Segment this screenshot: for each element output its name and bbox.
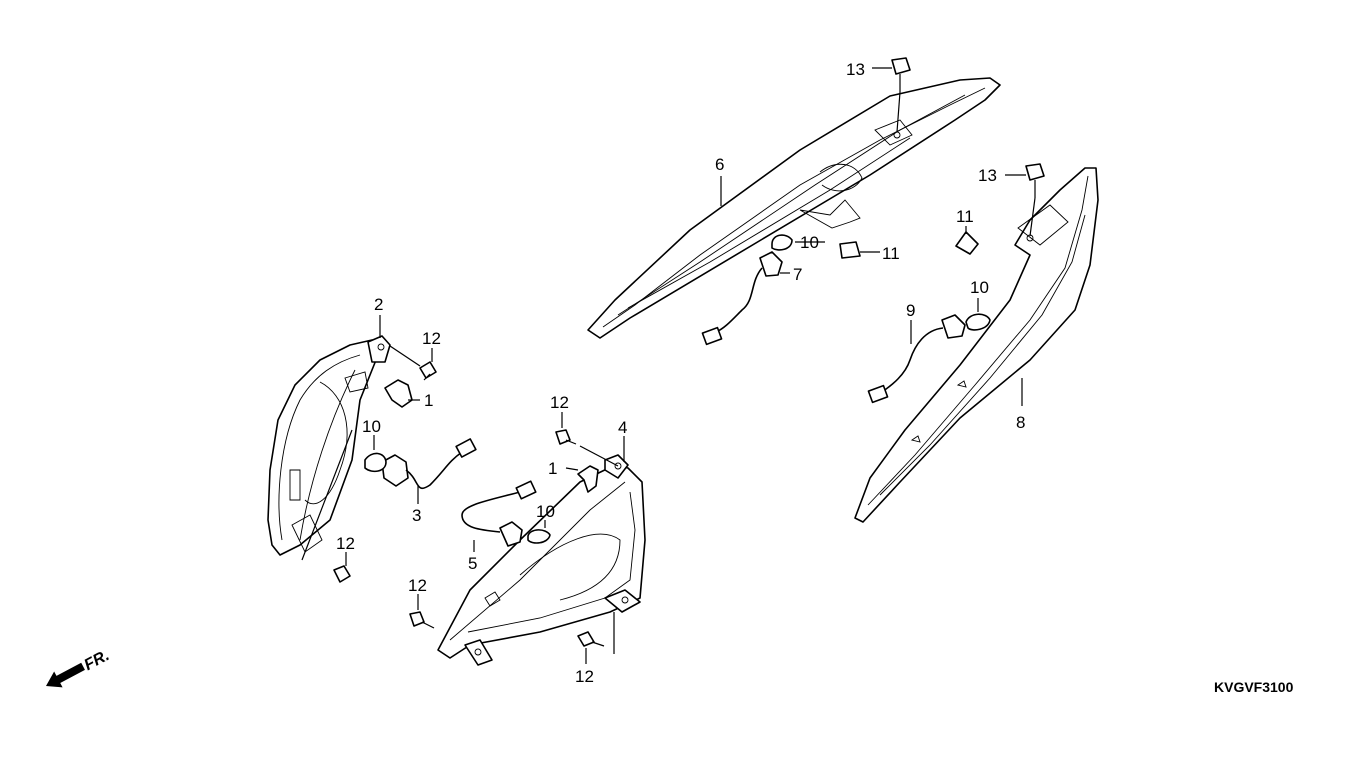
front-marker-label: FR. [82,647,113,674]
callout-9: 9 [906,301,915,320]
rear-cowl-upper-part [587,77,1001,339]
callout-13a: 13 [846,60,865,79]
nut-part-a [839,241,861,259]
clip-part-upper [384,379,413,408]
front-lamp-part [267,335,391,556]
front-arrow-icon [46,662,85,688]
callout-12c: 12 [336,534,355,553]
nut-part-b [955,231,979,255]
bulb-part-b [527,529,551,544]
screw-part-a [419,361,437,381]
socket-harness-7 [701,251,783,346]
callout-4: 4 [618,418,627,437]
callout-12d: 12 [408,576,427,595]
front-cowl-part [437,454,646,666]
bulb-part-c [771,234,793,251]
callout-10d: 10 [536,502,555,521]
callout-8: 8 [1016,413,1025,432]
callout-12e: 12 [575,667,594,686]
callout-3: 3 [412,506,421,525]
rear-cowl-right-part [854,167,1099,523]
screw-part-d [409,611,435,629]
callout-12b: 12 [550,393,569,412]
leader-lines [301,67,1036,664]
callout-10b: 10 [970,278,989,297]
callout-13b: 13 [978,166,997,185]
callout-11a: 11 [956,207,974,226]
callout-12a: 12 [422,329,441,348]
socket-harness-5 [461,480,537,547]
callout-5: 5 [468,554,477,573]
callout-6: 6 [715,155,724,174]
bulb-part-a [364,452,387,473]
screw-part-13b [1025,163,1045,198]
bulb-part-d [965,313,991,331]
callout-2: 2 [374,295,383,314]
callout-11b: 11 [882,244,900,263]
front-direction-marker: FR. [46,647,113,688]
callout-1b: 1 [548,459,557,478]
screw-part-b [555,429,577,445]
callout-1a: 1 [424,391,433,410]
screw-part-c [333,565,351,583]
callout-labels: 13 6 13 11 10 11 7 10 2 9 12 1 12 8 10 4… [336,60,1025,686]
callout-10a: 10 [800,233,819,252]
callout-10c: 10 [362,417,381,436]
socket-harness-3 [381,438,477,490]
screw-part-e [577,631,605,647]
clip-part-lower [577,465,599,493]
callout-7: 7 [793,265,802,284]
socket-harness-9 [867,314,966,404]
diagram-code: KVGVF3100 [1214,679,1294,695]
screw-part-13a [891,57,911,92]
